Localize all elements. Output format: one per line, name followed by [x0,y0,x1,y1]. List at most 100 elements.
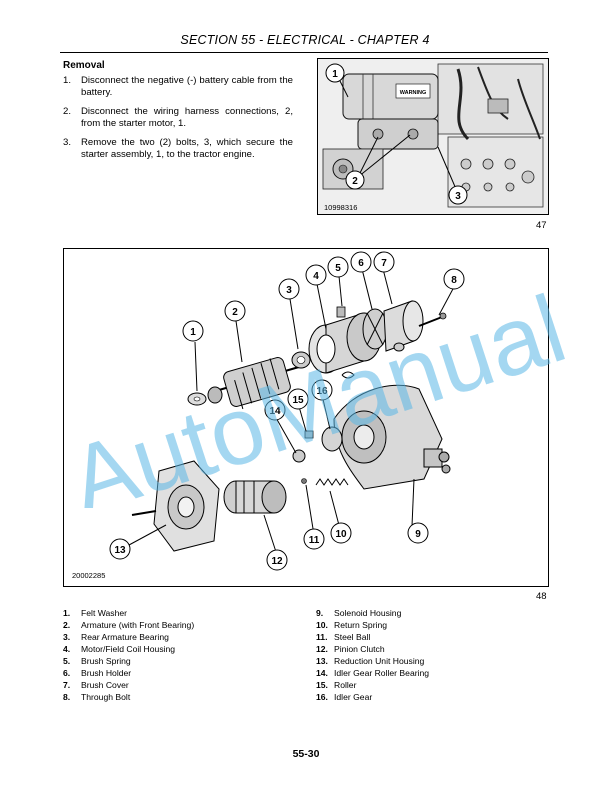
legend-text: Roller [334,680,357,690]
legend-text: Pinion Clutch [334,644,385,654]
figure-47-starter-installed: WARNING 1 2 3 10998316 [317,58,549,215]
legend-number: 16. [316,692,328,702]
callout-circle [443,268,465,290]
legend-text: Idler Gear Roller Bearing [334,668,430,678]
callout-circle [224,300,246,322]
legend-item: 14.Idler Gear Roller Bearing [316,667,566,679]
callout-circle [287,388,309,410]
exploded-view-illustration: 1 2 3 4 5 6 7 8 9 10 11 12 13 1 [72,251,465,580]
callout-circle [109,538,131,560]
starter-installed-illustration: WARNING 1 2 3 10998316 [318,59,548,214]
figure-48-code: 20002285 [72,571,105,580]
callout-label: 3 [286,285,292,296]
page-number: 55-30 [292,748,320,760]
legend-number: 15. [316,680,328,690]
callout-label: 16 [316,386,328,397]
legend-text: Felt Washer [81,608,128,618]
legend-item: 2. Armature (with Front Bearing) [63,619,313,631]
callout-circle [278,278,300,300]
step-item: 1.Disconnect the negative (-) battery ca… [63,75,293,99]
legend-item: 13. Reduction Unit Housing [316,655,566,667]
legend-item: 3. Rear Armature Bearing [63,631,313,643]
legend-number: 3. [63,632,71,642]
callout-circle [311,379,333,401]
legend-item: 10. Return Spring [316,619,566,631]
legend-number: 12. [316,644,328,654]
callout-label: 13 [114,545,126,556]
legend-item: 15. Roller [316,679,566,691]
legend-text: Reduction Unit Housing [334,656,425,666]
legend-item: 6. Brush Holder [63,667,313,679]
callout-circle [345,170,365,190]
header-rule [60,52,548,53]
callout-label: 8 [451,275,457,286]
legend-item: 8. Through Bolt [63,691,313,703]
parts-legend-right: 9.Solenoid Housing 10.Return Spring 11.S… [316,607,566,703]
callout-circle [448,185,468,205]
callout-circle [264,399,286,421]
callout-label: 7 [381,258,387,269]
step-number: 2. [63,106,72,117]
step-item: 2. Disconnect the wiring harness connecti… [63,106,293,130]
legend-number: 13. [316,656,328,666]
legend-text: Solenoid Housing [334,608,402,618]
legend-text: Rear Armature Bearing [81,632,169,642]
legend-number: 4. [63,644,71,654]
callout-circle [303,528,325,550]
figure-48-number: 48 [536,591,547,602]
callout-label: 4 [313,271,319,282]
legend-text: Through Bolt [81,692,131,702]
callout-label: 6 [358,258,364,269]
callout-label: 15 [292,395,304,406]
legend-item: 7. Brush Cover [63,679,313,691]
callout-label: 2 [352,176,358,187]
callout-label: 5 [335,263,341,274]
legend-number: 1. [63,608,71,618]
legend-item: 1. Felt Washer [63,607,313,619]
callout-label: 12 [271,556,283,567]
legend-number: 5. [63,656,71,666]
callout-circle [305,264,327,286]
callout-label: 1 [190,327,196,338]
callout-circle [327,256,349,278]
callout-label: 10 [335,529,347,540]
callout-circle [350,251,372,273]
parts-legend-left: 1. Felt Washer 2. Armature (with Front Bea… [63,607,313,703]
section-header: SECTION 55 - ELECTRICAL - CHAPTER 4 [180,33,430,47]
legend-text: Brush Cover [81,680,129,690]
step-number: 3. [63,137,72,148]
callout-circle [182,320,204,342]
legend-text: Armature (with Front Bearing) [81,620,195,630]
removal-steps: 1.Disconnect the negative (-) battery ca… [63,75,293,168]
legend-text: Motor/Field Coil Housing [81,644,176,654]
legend-number: 7. [63,680,71,690]
legend-item: 16. Idler Gear [316,691,566,703]
figure-47-number: 47 [536,220,547,231]
callout-label: 1 [332,69,338,80]
callout-circle [407,522,429,544]
legend-text: Brush Holder [81,668,132,678]
legend-number: 6. [63,668,71,678]
legend-text: Brush Spring [81,656,131,666]
step-item: 3.Remove the two (2) bolts, 3, which sec… [63,137,293,161]
step-number: 1. [63,75,72,86]
legend-item: 9.Solenoid Housing [316,607,566,619]
legend-text: Return Spring [334,620,388,630]
callout-label: 11 [309,535,320,546]
callout-label: 9 [415,529,421,540]
legend-item: 12. Pinion Clutch [316,643,566,655]
callout-circle [325,63,345,83]
callout-circle [373,251,395,273]
callout-label: 14 [269,406,281,417]
callout-label: 2 [232,307,238,318]
legend-item: 11.Steel Ball [316,631,566,643]
legend-text: Idler Gear [334,692,373,702]
callout-circle [330,522,352,544]
legend-number: 8. [63,692,71,702]
legend-number: 10. [316,620,328,630]
step-text: Disconnect the wiring harness connection… [81,106,293,129]
legend-item: 5. Brush Spring [63,655,313,667]
figure-48-exploded-view: 1 2 3 4 5 6 7 8 9 10 11 12 13 1 [63,248,549,587]
legend-number: 11. [316,632,328,642]
legend-number: 2. [63,620,71,630]
